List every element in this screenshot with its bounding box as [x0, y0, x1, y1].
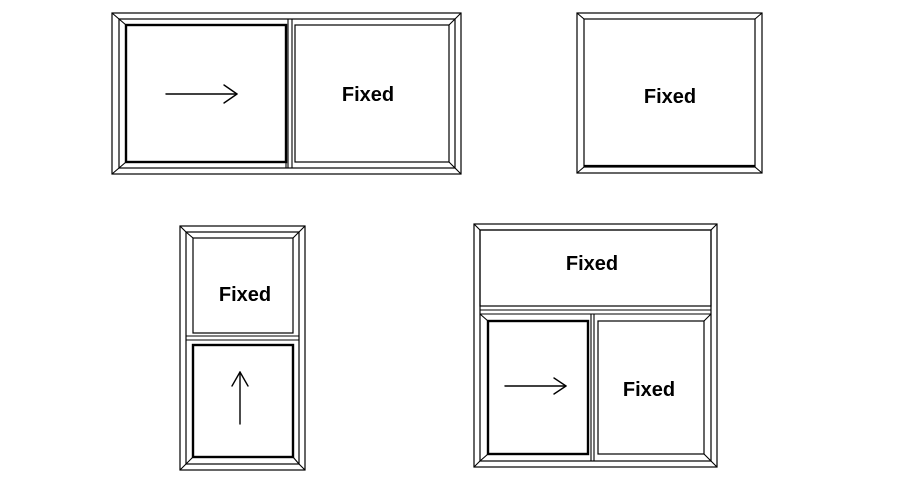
pane-frame: [597, 320, 705, 455]
fixed-label: Fixed: [623, 379, 675, 401]
outer-frame: [111, 12, 462, 175]
outer-frame: [179, 225, 306, 471]
pane-frame: [192, 237, 294, 334]
arrow-up-icon: [231, 371, 249, 425]
outer-frame: [473, 223, 718, 468]
sash-frame: [191, 343, 295, 459]
fixed-label: Fixed: [219, 284, 271, 306]
fixed-pane: Fixed: [185, 231, 300, 334]
fixed-pane: Fixed: [294, 18, 456, 169]
transom-fixed-pane: Fixed: [479, 229, 712, 307]
fixed-pane: Fixed: [597, 313, 712, 462]
sliding-sash: [118, 18, 288, 169]
window-single-hung: Fixed: [179, 225, 306, 471]
fixed-label: Fixed: [342, 84, 394, 106]
fixed-label: Fixed: [566, 253, 618, 275]
inner-frame: [185, 231, 300, 465]
window-horizontal-slider: Fixed: [111, 12, 462, 175]
inner-frame: [118, 18, 456, 169]
arrow-right-icon: [165, 84, 238, 104]
sliding-sash: [479, 313, 592, 462]
pane-frame: [294, 24, 450, 163]
fixed-label: Fixed: [644, 86, 696, 108]
window-picture: Fixed: [576, 12, 763, 174]
sash-frame: [486, 319, 590, 456]
window-slider-with-transom: Fixed Fixed: [473, 223, 718, 468]
transom-frame: [479, 229, 712, 307]
arrow-right-icon: [504, 377, 567, 395]
outer-frame: [576, 12, 763, 174]
sliding-sash: [185, 343, 300, 465]
